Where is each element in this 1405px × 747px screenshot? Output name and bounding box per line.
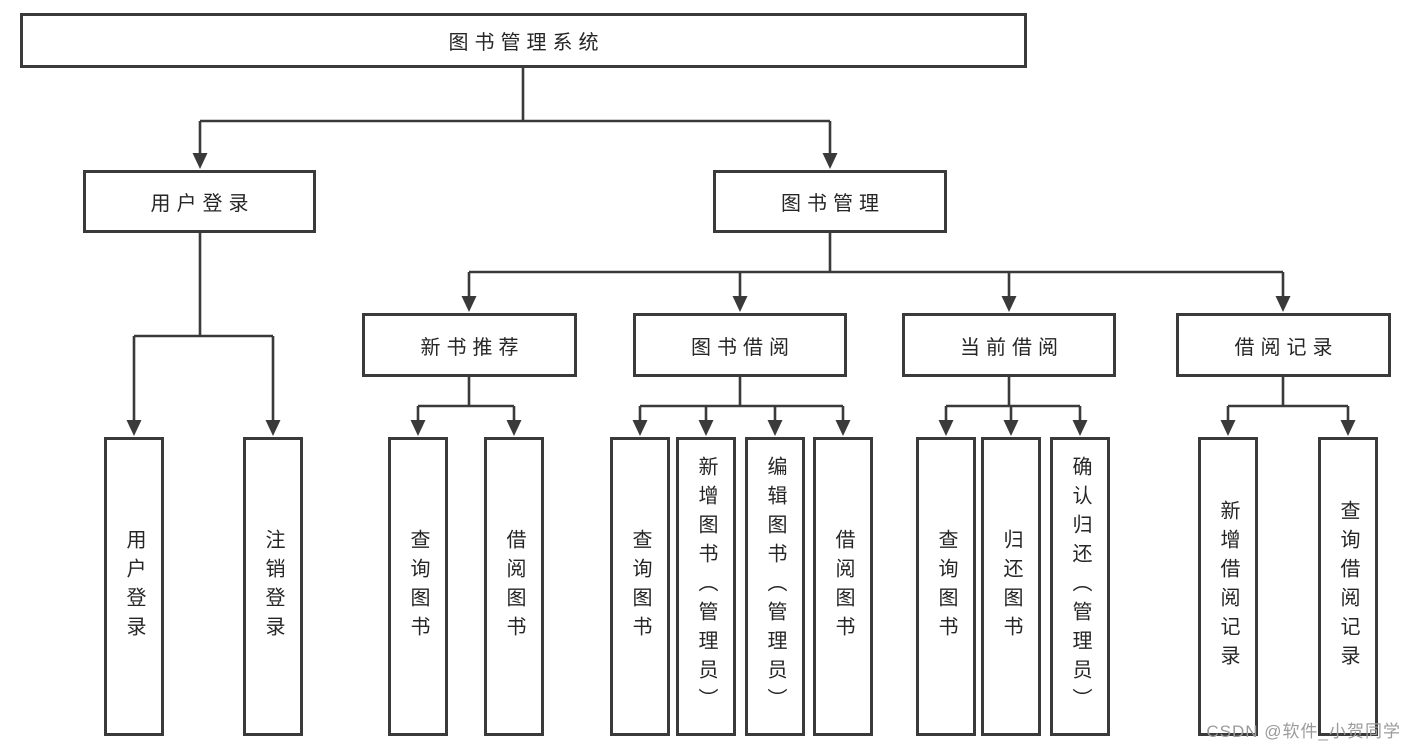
node-borrowing-records: 借阅记录 [1176,313,1391,377]
connector-book-management-children [461,233,1291,312]
arrow-down-icon [192,153,208,169]
leaf-borrowing-borrow-books: 借阅图书 [813,437,873,736]
leaf-label: 查询图书 [629,528,651,645]
connector-root-to-level2 [192,68,838,169]
leaf-label: 用户登录 [123,528,145,645]
node-book-management: 图书管理 [713,170,947,233]
leaf-current-query-books: 查询图书 [916,437,976,736]
arrow-down-icon [632,420,648,436]
leaf-label: 注销登录 [262,528,284,645]
leaf-records-query-borrow-record: 查询借阅记录 [1318,437,1378,736]
leaf-user-login: 用户登录 [104,437,164,736]
arrow-down-icon [698,420,714,436]
node-current-borrowing: 当前借阅 [902,313,1116,377]
leaf-label: 查询图书 [935,528,957,645]
arrow-down-icon [1001,296,1017,312]
arrow-down-icon [1275,296,1291,312]
leaf-label: 归还图书 [1000,528,1022,645]
leaf-label: 查询图书 [407,528,429,645]
arrow-down-icon [1340,420,1356,436]
arrow-down-icon [461,296,477,312]
node-book-borrowing: 图书借阅 [633,313,847,377]
leaf-records-add-borrow-record: 新增借阅记录 [1198,437,1258,736]
arrow-down-icon [938,420,954,436]
arrow-down-icon [506,420,522,436]
leaf-label: 借阅图书 [832,528,854,645]
arrow-down-icon [265,420,281,436]
connector-book-borrowing-children [632,377,851,436]
connector-current-borrowing-children [938,377,1088,436]
leaf-current-return-books: 归还图书 [981,437,1041,736]
leaf-borrowing-query-books: 查询图书 [610,437,670,736]
leaf-label: 新增借阅记录 [1217,499,1239,674]
leaf-borrowing-add-books-admin: 新增图书（管理员） [676,437,736,736]
leaf-recommend-borrow-books: 借阅图书 [484,437,544,736]
node-user-login: 用户登录 [83,170,316,233]
leaf-label: 新增图书（管理员） [695,456,717,717]
node-new-book-recommendation: 新书推荐 [362,313,577,377]
leaf-label: 查询借阅记录 [1337,499,1359,674]
arrow-down-icon [835,420,851,436]
arrow-down-icon [822,153,838,169]
arrow-down-icon [1220,420,1236,436]
connector-user-login-children [126,233,281,436]
leaf-current-confirm-return-admin: 确认归还（管理员） [1050,437,1110,736]
leaf-recommend-query-books: 查询图书 [388,437,448,736]
arrow-down-icon [1003,420,1019,436]
leaf-borrowing-edit-books-admin: 编辑图书（管理员） [745,437,805,736]
connector-new-book-recommendation-children [410,377,522,436]
arrow-down-icon [126,420,142,436]
arrow-down-icon [1072,420,1088,436]
arrow-down-icon [767,420,783,436]
leaf-logout-login: 注销登录 [243,437,303,736]
arrow-down-icon [410,420,426,436]
leaf-label: 借阅图书 [503,528,525,645]
connector-borrowing-records-children [1220,377,1356,436]
csdn-watermark: CSDN @软件_小贺同学 [1206,722,1401,741]
node-library-management-system: 图书管理系统 [20,13,1027,68]
leaf-label: 确认归还（管理员） [1069,456,1091,717]
arrow-down-icon [732,296,748,312]
leaf-label: 编辑图书（管理员） [764,456,786,717]
